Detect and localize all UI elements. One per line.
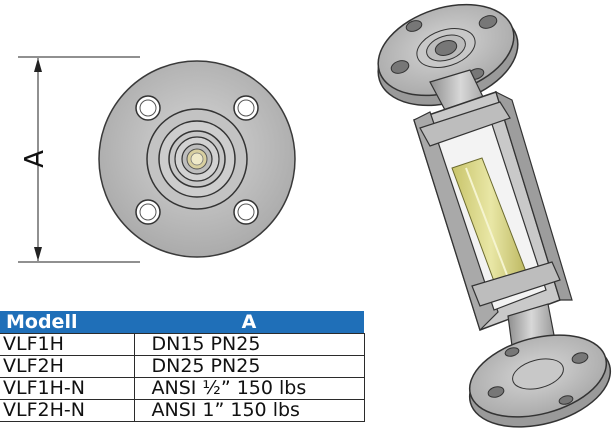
model-table: Modell A VLF1H DN15 PN25 VLF2H DN25 PN25… [0,311,365,422]
table-row: VLF2H DN25 PN25 [0,355,365,378]
table-row: VLF1H DN15 PN25 [0,333,365,356]
bolt-hole [135,199,161,225]
table-row: VLF2H-N ANSI 1” 150 lbs [0,399,365,422]
dimension-cell: DN25 PN25 [133,355,365,378]
model-cell: VLF1H [0,333,135,356]
header-model: Modell [0,311,134,334]
header-a: A [134,311,364,334]
model-cell: VLF2H [0,355,135,378]
dimension-cell: ANSI ½” 150 lbs [133,377,365,400]
top-flange [377,3,519,107]
model-cell: VLF1H-N [0,377,135,400]
flowmeter-3d-view [377,3,612,428]
bolt-hole [233,95,259,121]
table-row: VLF1H-N ANSI ½” 150 lbs [0,377,365,400]
dimension-a: A [18,56,140,263]
bottom-flange [468,334,612,428]
bolt-hole [233,199,259,225]
flange-front-view [98,60,296,258]
model-cell: VLF2H-N [0,399,135,422]
dimension-a-label: A [20,150,50,168]
dimension-cell: ANSI 1” 150 lbs [133,399,365,422]
bolt-hole [135,95,161,121]
table-header-row: Modell A [0,311,364,334]
dimension-cell: DN15 PN25 [133,333,365,356]
